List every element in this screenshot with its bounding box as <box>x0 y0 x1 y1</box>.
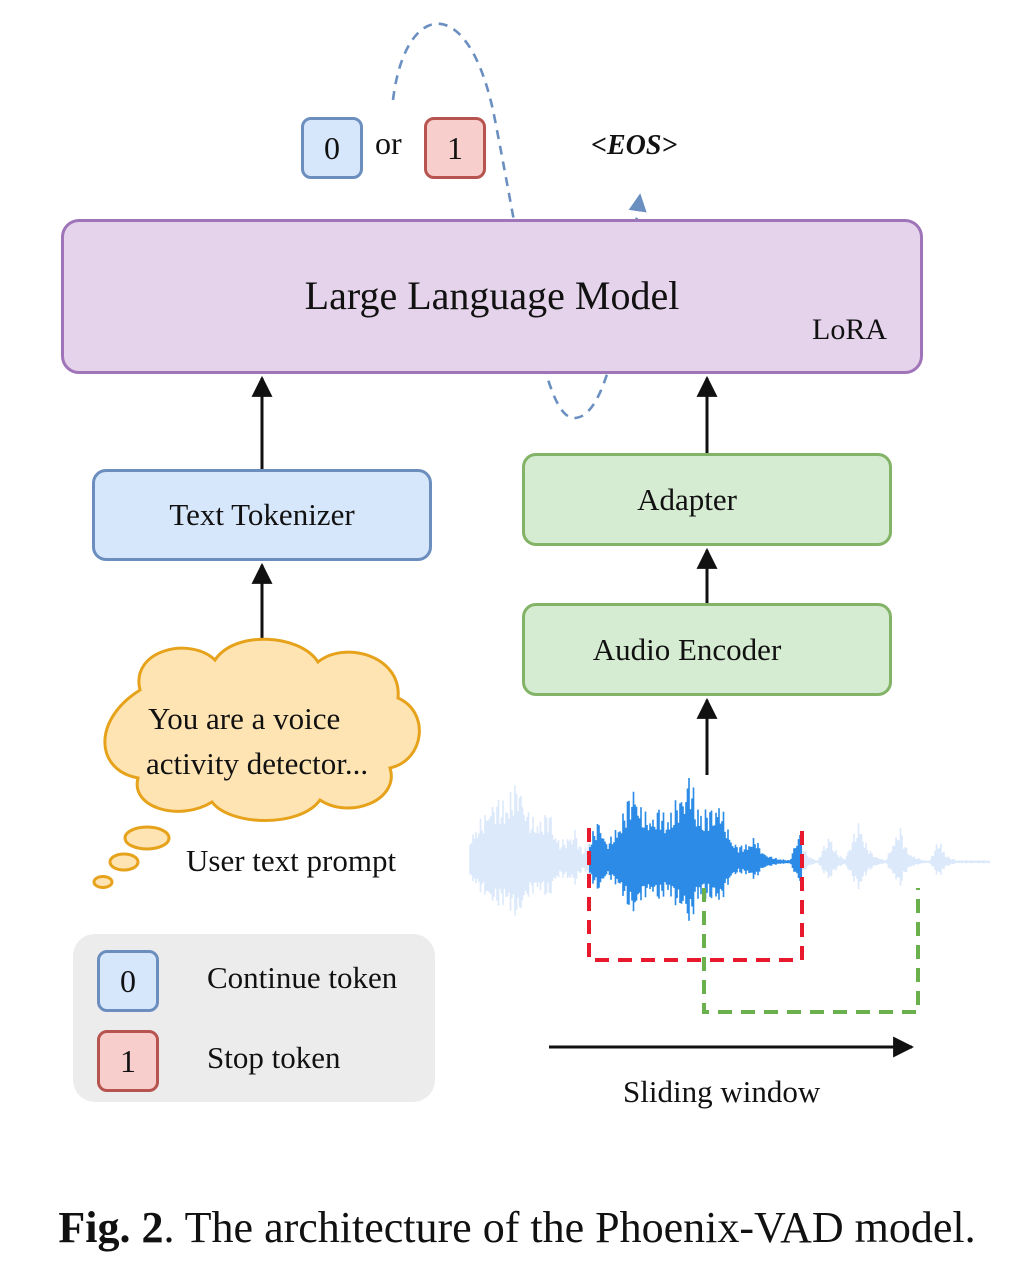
waveform-in-window <box>589 778 802 921</box>
eos-label: <EOS> <box>591 130 678 161</box>
thought-cloud <box>92 637 421 889</box>
legend-token-stop: 1 <box>97 1030 159 1092</box>
legend: 0 Continue token 1 Stop token <box>73 934 435 1102</box>
output-token-1-label: 1 <box>447 129 463 166</box>
audio-encoder-box: Audio Encoder <box>522 603 892 696</box>
output-token-stop: 1 <box>424 117 486 179</box>
output-token-0-label: 0 <box>324 129 340 166</box>
sliding-window-label: Sliding window <box>623 1074 821 1109</box>
legend-token-1-label: 1 <box>120 1042 136 1079</box>
legend-token-continue: 0 <box>97 950 159 1012</box>
legend-continue-label: Continue token <box>207 960 398 995</box>
window-next-green <box>702 888 920 1014</box>
autoregressive-loop-arrow <box>391 22 647 420</box>
adapter-label: Adapter <box>637 481 737 517</box>
text-tokenizer-label: Text Tokenizer <box>169 497 355 532</box>
prompt-line-1: You are a voice <box>148 701 341 736</box>
caption-prefix: Fig. 2 <box>58 1203 164 1252</box>
text-tokenizer-box: Text Tokenizer <box>92 469 432 561</box>
figure-caption: Fig. 2. The architecture of the Phoenix-… <box>0 1202 1034 1253</box>
llm-box: Large Language Model LoRA <box>61 219 923 374</box>
legend-token-0-label: 0 <box>120 962 136 999</box>
audio-encoder-label: Audio Encoder <box>592 631 782 667</box>
caption-text: . The architecture of the Phoenix-VAD mo… <box>163 1203 976 1252</box>
output-token-continue: 0 <box>301 117 363 179</box>
prompt-line-2: activity detector... <box>146 746 369 781</box>
legend-stop-label: Stop token <box>207 1040 341 1075</box>
audio-waveform <box>469 778 990 921</box>
adapter-box: Adapter <box>522 453 892 546</box>
window-current-red <box>587 828 804 962</box>
or-text: or <box>375 125 402 161</box>
prompt-caption: User text prompt <box>186 843 397 878</box>
lora-label: LoRA <box>812 313 887 346</box>
llm-title: Large Language Model <box>304 273 680 318</box>
